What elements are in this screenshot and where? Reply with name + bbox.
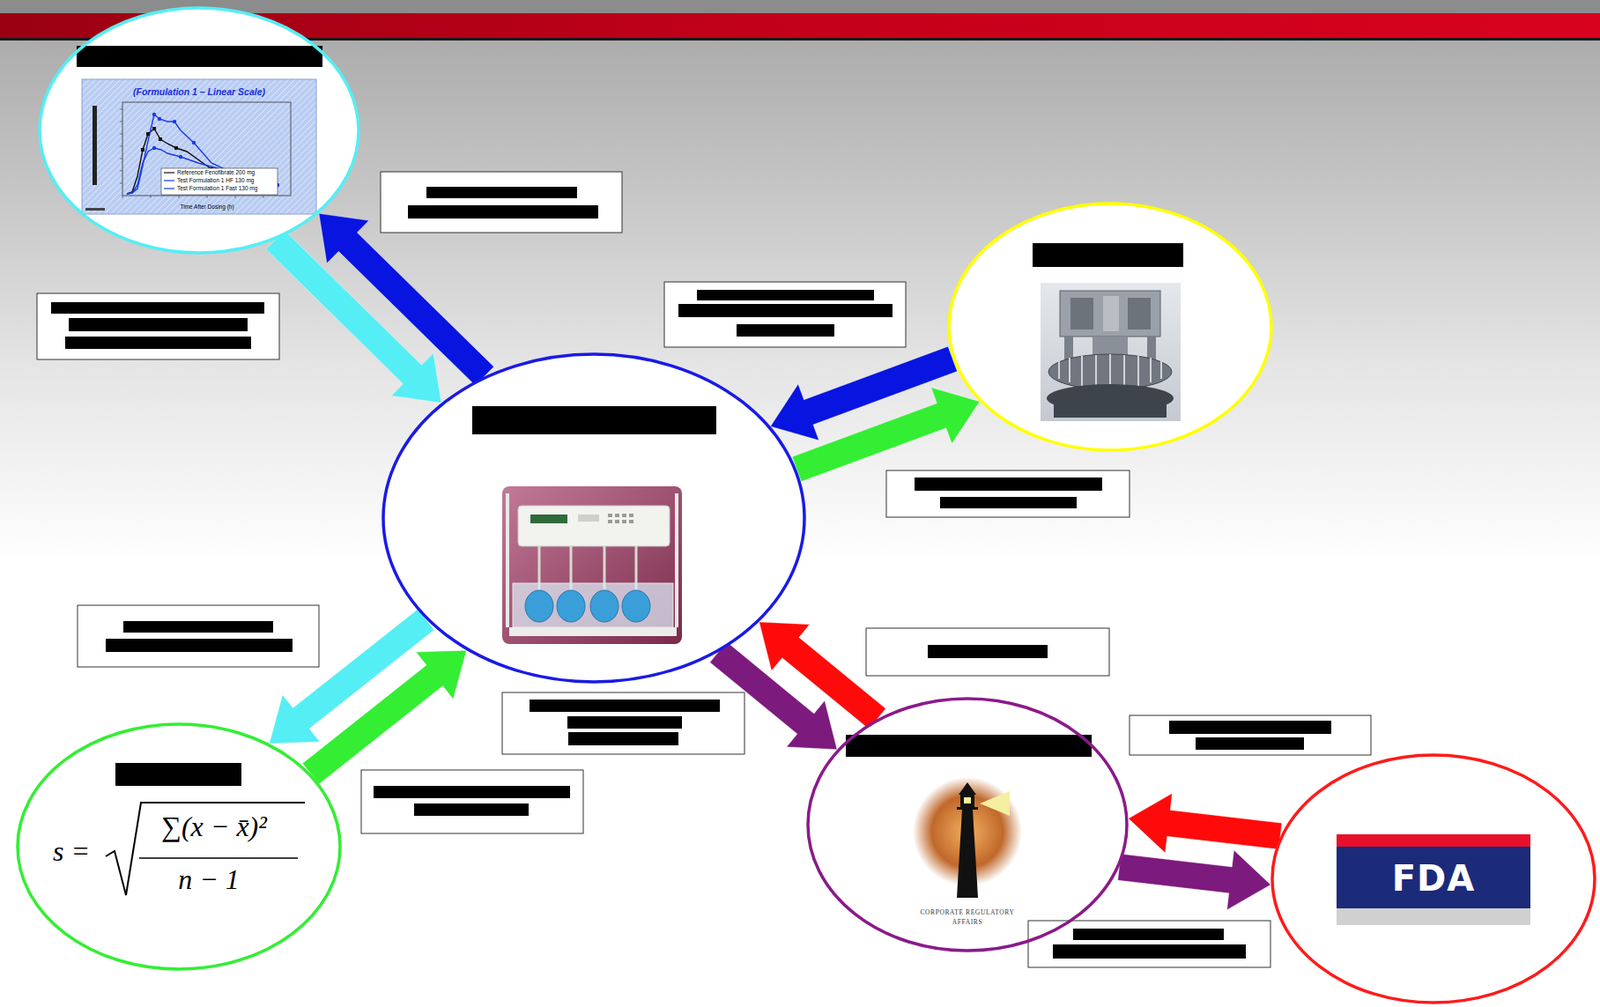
fda-logo [1336, 834, 1531, 926]
regulatory-circle: CORPORATE REGULATORY AFFAIRS [806, 696, 1129, 953]
flow-arrow [318, 213, 495, 386]
chart-title: (Formulation 1 – Linear Scale) [88, 86, 310, 98]
fda-circle: FDA [1270, 753, 1597, 1005]
circle-outline [381, 352, 807, 684]
chart-legend-text-holder: Test Formulation 1 Fast 130 mg [177, 185, 276, 193]
circle-fills [17, 7, 1595, 1003]
chart-title-holder: (Formulation 1 – Linear Scale) [88, 86, 310, 98]
circle-border [1272, 755, 1595, 1003]
flow-arrow [1118, 850, 1272, 911]
circle-border [383, 354, 805, 682]
chart-legend-text: Reference Fenofibrate 200 mg [177, 169, 276, 177]
dissolution-apparatus-photo [502, 486, 682, 645]
fda-wordmark: FDA [1340, 858, 1526, 899]
redacted-callout [37, 171, 1371, 968]
axis-label: Time After Dosing (h) [154, 203, 260, 211]
formula-numerator: ∑(x − x̄)² [121, 810, 307, 844]
logo-caption-holder: CORPORATE REGULATORY AFFAIRS [909, 907, 1026, 928]
formula-denominator-holder: n − 1 [120, 863, 297, 897]
chart-legend-text: Test Formulation 1 HF 130 mg [177, 177, 276, 185]
circle-border [39, 7, 359, 253]
circle-border [807, 698, 1127, 951]
flow-arrow [792, 387, 980, 482]
chart-legend-text: Test Formulation 1 Fast 130 mg [177, 185, 276, 193]
formula-numerator-holder: ∑(x − x̄)² [121, 810, 307, 844]
formula-denominator: n − 1 [120, 863, 297, 897]
circle-outline [37, 6, 361, 255]
chart-legend-text-holder: Test Formulation 1 HF 130 mg [177, 177, 276, 185]
tablet-press-circle [947, 201, 1274, 452]
flow-arrow [1128, 793, 1282, 854]
statistics-circle: s =∑(x − x̄)² n − 1 [15, 722, 342, 971]
flow-arrow [302, 650, 467, 785]
fda-wordmark-holder: FDA [1340, 858, 1526, 899]
circle-border [17, 724, 341, 970]
pk-profile-circle [37, 6, 361, 255]
circle-border [948, 203, 1272, 451]
redacted-heading [76, 45, 1184, 786]
axis-label-holder: Time After Dosing (h) [154, 203, 260, 211]
pk-chart [81, 79, 317, 215]
logo-caption: CORPORATE REGULATORY AFFAIRS [909, 907, 1026, 928]
chart-legend-text-holder: Reference Fenofibrate 200 mg [177, 169, 276, 177]
dissolution-circle [381, 352, 807, 684]
formula-lhs: s = [52, 835, 133, 868]
circle-outline [947, 201, 1274, 452]
formula-lhs-holder: s = [52, 835, 133, 868]
lighthouse-emblem [912, 777, 1023, 898]
tablet-press-photo [1040, 282, 1181, 422]
